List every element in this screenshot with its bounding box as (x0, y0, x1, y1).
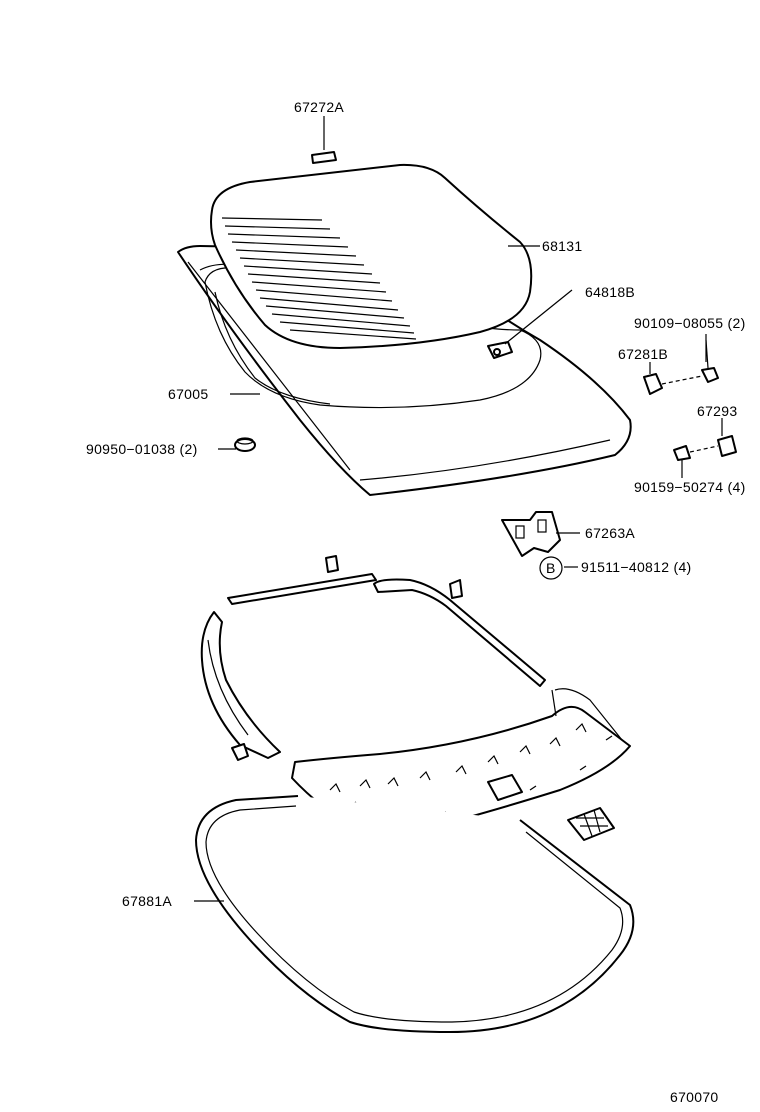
part-67263a-bracket (501, 511, 561, 557)
callout-67005: 67005 (168, 386, 208, 402)
callout-91511-40812: 91511−40812 (4) (581, 559, 692, 575)
part-67881a-weatherstrip (195, 795, 635, 1033)
part-67272a-cap (311, 151, 337, 164)
callout-90950-01038: 90950−01038 (2) (86, 441, 198, 457)
dash-90159-67293 (689, 445, 719, 453)
marker-b-circle: B (539, 556, 563, 580)
part-upper-trim-strip (227, 555, 546, 687)
part-clip-left (231, 743, 249, 761)
part-67281b-cushion (643, 373, 663, 395)
part-90159-bolt (673, 445, 691, 461)
part-side-trim-left (200, 611, 281, 759)
callout-67293: 67293 (697, 403, 737, 419)
callout-67281b: 67281B (618, 346, 668, 362)
callout-68131: 68131 (542, 238, 582, 254)
part-grid-clip (567, 807, 615, 841)
marker-b-label: B (546, 560, 556, 576)
part-90109-bolt (701, 339, 719, 383)
part-67293-cushion (717, 435, 737, 457)
callout-90109-08055: 90109−08055 (2) (634, 315, 746, 331)
part-64818b-stopper (487, 341, 513, 359)
callout-67881a: 67881A (122, 893, 172, 909)
callout-67263a: 67263A (585, 525, 635, 541)
callout-64818b: 64818B (585, 284, 635, 300)
callout-67272a: 67272A (294, 99, 344, 115)
part-68131-glass (210, 163, 533, 349)
figure-number: 670070 (670, 1089, 719, 1105)
part-90950-plug (234, 437, 256, 452)
callout-90159-50274: 90159−50274 (4) (634, 479, 746, 495)
dash-67281b-90109 (661, 375, 703, 385)
leader-lines (194, 116, 723, 902)
